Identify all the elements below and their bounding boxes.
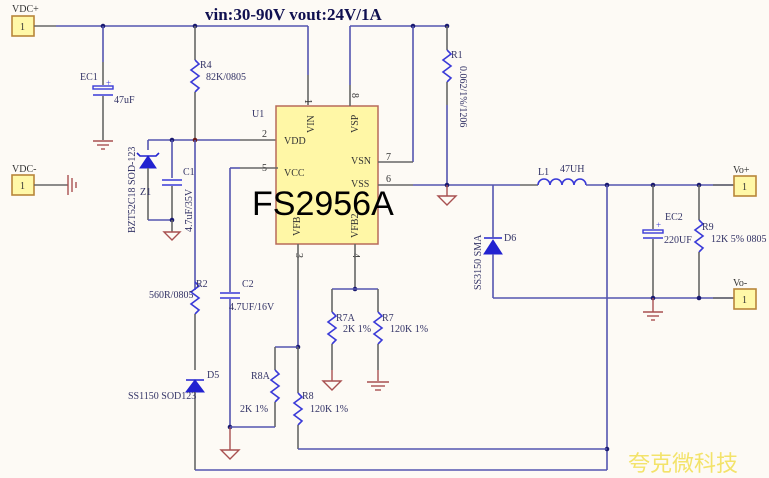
r8-value: 120K 1%: [310, 404, 348, 415]
port-vdc-plus-pin: 1: [20, 22, 25, 33]
port-vout-plus-pin: 1: [742, 182, 747, 193]
pin-vfb-label: VFB: [292, 216, 303, 236]
d5-ref: D5: [207, 370, 219, 381]
port-vout-plus-label: Vo+: [733, 165, 750, 176]
r4-ref: R4: [200, 60, 212, 71]
plus-sign: +: [656, 220, 661, 230]
ec1-plate: [92, 85, 114, 90]
r1-ref: R1: [451, 50, 463, 61]
pin-vin-label: VIN: [306, 115, 317, 133]
pin2-num: 2: [262, 129, 267, 140]
r8a-resistor: [269, 369, 281, 403]
port-vout-minus-pin: 1: [742, 295, 747, 306]
pin-vfb2-label: VFB2: [350, 214, 361, 238]
r4-resistor: [189, 59, 201, 93]
r1-resistor: [441, 49, 453, 83]
signal-ground-icon: [162, 231, 182, 241]
chip-part-number: FS2956A: [252, 185, 394, 223]
r2-value: 560R/0805: [149, 290, 193, 301]
r8-ref: R8: [302, 391, 314, 402]
port-vdc-minus-label: VDC-: [12, 164, 36, 175]
chassis-ground-icon: [67, 175, 77, 195]
d6-ref: D6: [504, 233, 516, 244]
l1-inductor: [537, 178, 587, 186]
r9-resistor: [693, 219, 705, 253]
port-vdc-plus-label: VDC+: [12, 4, 39, 15]
port-vdc-minus-pin: 1: [20, 181, 25, 192]
r9-value: 12K 5% 0805: [711, 234, 767, 245]
z1-zener: [139, 155, 157, 169]
port-vout-minus: [733, 288, 757, 310]
r2-resistor: [189, 281, 201, 315]
r1-value: 0.062/1%/1206: [457, 66, 468, 127]
z1-ref: Z1: [140, 187, 151, 198]
ec2-plate: [642, 229, 664, 234]
signal-ground-icon: [219, 449, 241, 460]
c1-ref: C1: [183, 167, 195, 178]
d5-value: SS1150 SOD123: [128, 391, 196, 402]
signal-ground-icon: [321, 380, 343, 391]
pin7-num: 7: [386, 152, 391, 163]
r7a-value: 2K 1%: [343, 324, 371, 335]
z1-bar: [136, 152, 160, 157]
l1-ref: L1: [538, 167, 549, 178]
r9-ref: R9: [702, 222, 714, 233]
ec2-ref: EC2: [665, 212, 683, 223]
ec1-ref: EC1: [80, 72, 98, 83]
earth-ground-icon: [367, 381, 389, 391]
r7a-ref: R7A: [336, 313, 356, 324]
r2-ref: R2: [196, 279, 208, 290]
junction: [696, 295, 702, 301]
d6-value: SS3150 SMA: [473, 234, 484, 290]
r7-resistor: [372, 311, 384, 345]
r7-value: 120K 1%: [390, 324, 428, 335]
r8-resistor: [292, 392, 304, 426]
r7-ref: R7: [382, 313, 394, 324]
earth-ground-icon: [93, 140, 113, 150]
d6-diode: [483, 239, 503, 255]
r4-value: 82K/0805: [206, 72, 246, 83]
pin6-num: 6: [386, 174, 391, 185]
title: vin:30-90V vout:24V/1A: [205, 5, 382, 24]
pin8-num: 8: [349, 93, 360, 98]
pin-vcc-label: VCC: [284, 168, 305, 179]
c1-value: 4.7uF/35V: [184, 188, 195, 232]
pin-vsn-label: VSN: [351, 156, 371, 167]
c2-value: 4.7UF/16V: [229, 302, 275, 313]
signal-ground-icon: [436, 195, 458, 206]
plus-sign: +: [106, 78, 111, 88]
pin1-num: 1: [302, 99, 313, 104]
c2-ref: C2: [242, 279, 254, 290]
watermark: 夸克微科技: [628, 452, 738, 477]
pin-vsp-label: VSP: [350, 114, 361, 133]
r8a-value: 2K 1%: [240, 404, 268, 415]
port-vout-minus-label: Vo-: [733, 278, 747, 289]
ec1-value: 47uF: [114, 95, 135, 106]
pin-vss-label: VSS: [351, 179, 369, 190]
r7a-resistor: [326, 311, 338, 345]
port-vout-plus: [733, 175, 757, 197]
u1-ref: U1: [252, 109, 264, 120]
u1-chip-body: [275, 105, 379, 245]
pin-vdd-label: VDD: [284, 136, 306, 147]
ec2-value: 220UF: [664, 235, 692, 246]
r8a-ref: R8A: [251, 371, 271, 382]
earth-ground-icon: [643, 311, 663, 321]
l1-value: 47UH: [560, 164, 584, 175]
z1-value: BZT52C18 SOD-123: [127, 147, 138, 233]
